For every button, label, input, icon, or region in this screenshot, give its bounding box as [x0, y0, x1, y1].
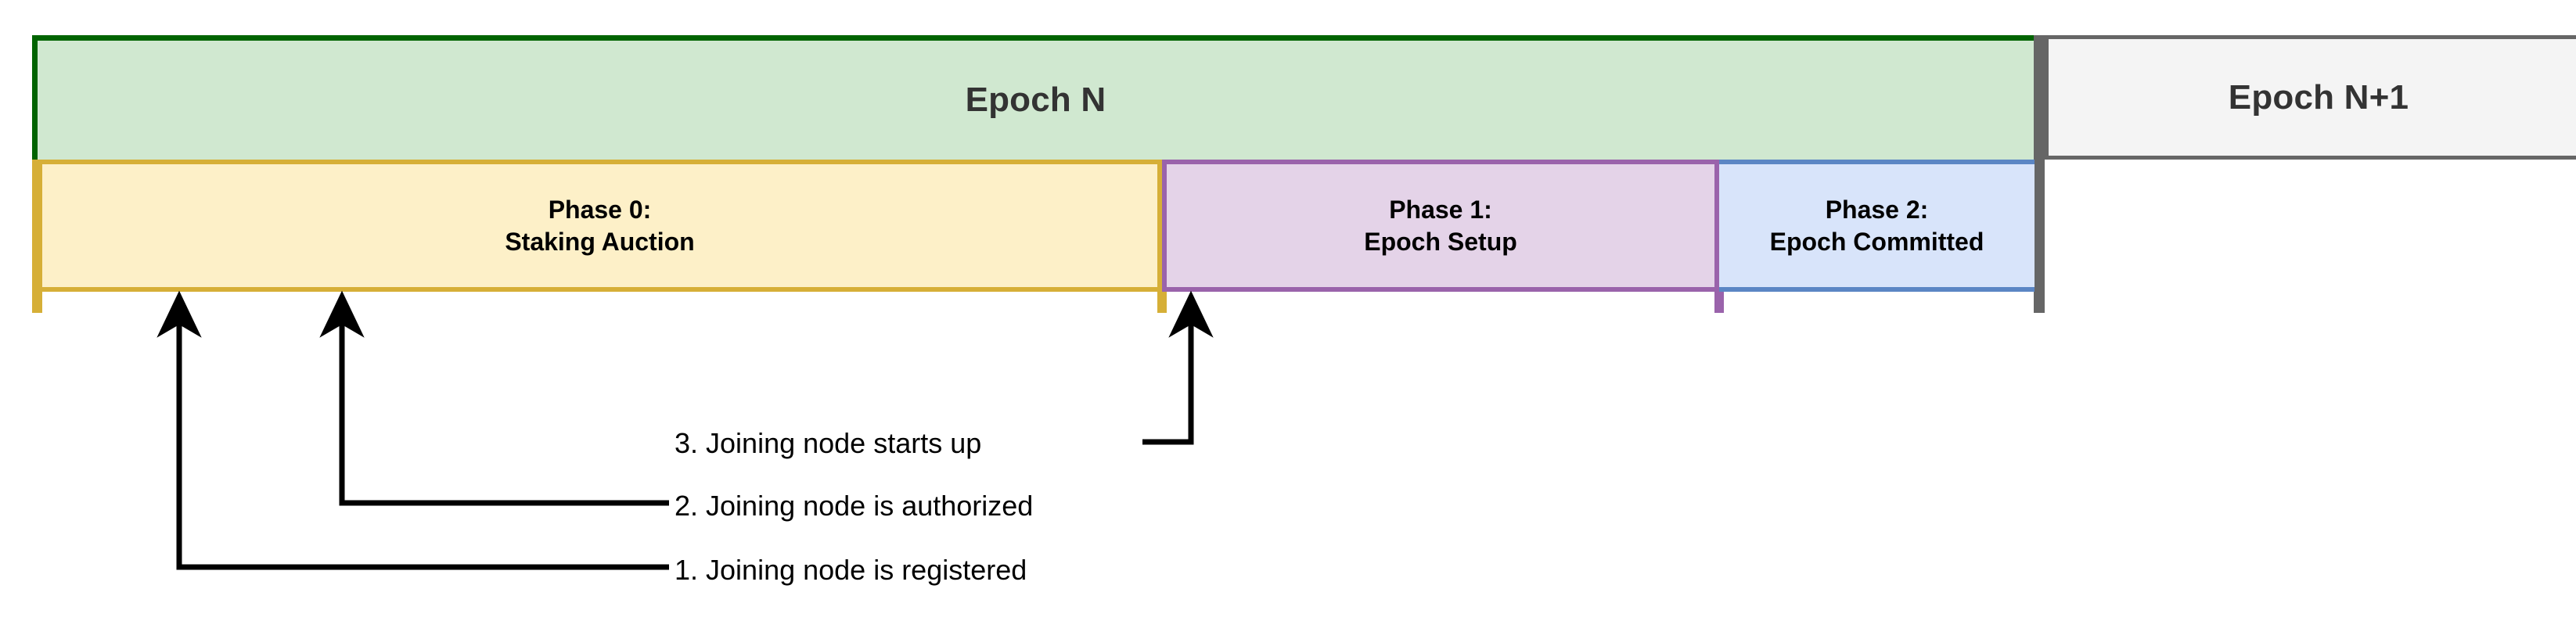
connector-event-1	[157, 290, 669, 570]
connector-event-2	[319, 290, 669, 506]
epoch-n-plus-1-box: Epoch N+1	[2045, 35, 2576, 160]
phase-0-box: Phase 0: Staking Auction	[32, 160, 1162, 292]
epoch-boundary-divider	[2034, 35, 2045, 313]
phase-2-box: Phase 2: Epoch Committed	[1719, 160, 2035, 292]
phase-2-title: Phase 2:	[1825, 195, 1929, 224]
phase-0-title: Phase 0:	[548, 195, 652, 224]
epoch-n-label: Epoch N	[965, 81, 1106, 119]
phase-0-subtitle: Staking Auction	[505, 227, 695, 256]
epoch-n-plus-1-label: Epoch N+1	[2228, 77, 2409, 117]
phase-1-subtitle: Epoch Setup	[1364, 227, 1517, 256]
event-label-1: 1. Joining node is registered	[675, 554, 1027, 586]
connector-event-3	[1142, 290, 1214, 445]
phase-1-box: Phase 1: Epoch Setup	[1162, 160, 1719, 292]
phase-2-subtitle: Epoch Committed	[1769, 227, 1984, 256]
event-label-2: 2. Joining node is authorized	[675, 490, 1034, 522]
phase-1-title: Phase 1:	[1389, 195, 1492, 224]
epoch-n-box: Epoch N	[32, 35, 2034, 160]
event-label-3: 3. Joining node starts up	[675, 427, 982, 459]
